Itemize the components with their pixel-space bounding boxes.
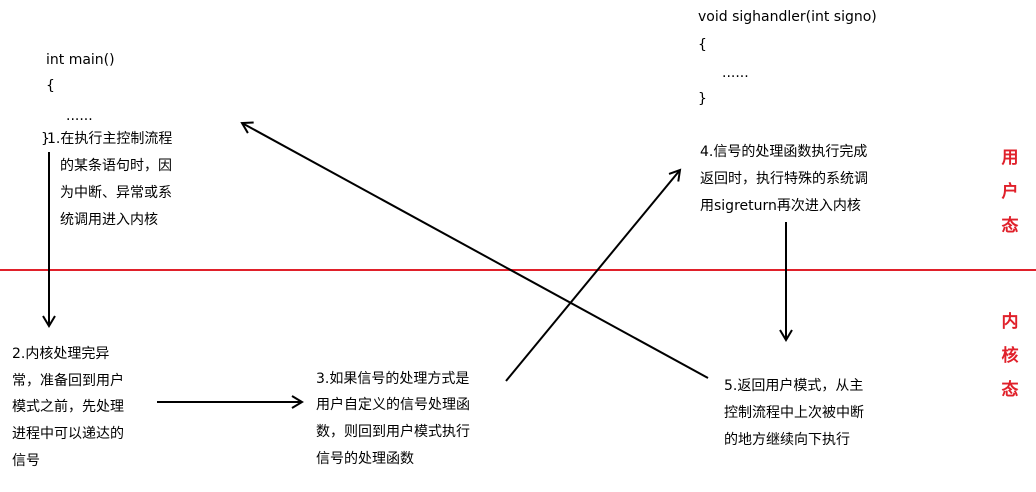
kernel-mode-label-char-1: 内	[1001, 312, 1019, 332]
step1-line-2: 的某条语句时，因	[60, 158, 172, 174]
handler-code-line-3: ......	[722, 65, 749, 81]
step5-line-2: 控制流程中上次被中断	[724, 405, 864, 421]
step1-line-3: 为中断、异常或系	[60, 185, 172, 201]
arrow-step3-to-handler	[505, 168, 682, 382]
main-code-line-4: }	[41, 131, 50, 147]
step3-line-4: 信号的处理函数	[316, 451, 414, 467]
handler-code-line-1: void sighandler(int signo)	[698, 9, 877, 25]
main-code-line-1: int main()	[46, 52, 115, 68]
step2-line-4: 进程中可以递达的	[12, 426, 124, 442]
user-mode-label-char-1: 用	[1001, 148, 1019, 168]
kernel-mode-label-char-2: 核	[1001, 346, 1019, 366]
user-mode-label-char-3: 态	[1001, 216, 1019, 236]
step5-line-3: 的地方继续向下执行	[724, 432, 850, 448]
step4-line-2: 返回时，执行特殊的系统调	[700, 171, 868, 187]
main-code-line-3: ......	[66, 108, 93, 124]
step2-line-5: 信号	[12, 453, 40, 469]
step2-line-3: 模式之前，先处理	[12, 399, 124, 415]
user-mode-label-char-2: 户	[1001, 182, 1019, 202]
step3-line-1: 3.如果信号的处理方式是	[316, 371, 470, 387]
main-code-line-2: {	[46, 78, 55, 94]
step1-line-4: 统调用进入内核	[60, 212, 158, 228]
step4-line-1: 4.信号的处理函数执行完成	[700, 144, 868, 160]
handler-code-line-4: }	[698, 91, 707, 107]
step3-line-2: 用户自定义的信号处理函	[316, 397, 470, 413]
step3-line-3: 数，则回到用户模式执行	[316, 424, 470, 440]
step1-line-1: 1.在执行主控制流程	[47, 131, 173, 147]
step4-line-3: 用sigreturn再次进入内核	[700, 198, 861, 214]
handler-code-line-2: {	[698, 37, 707, 53]
arrow-step5-to-main	[240, 121, 709, 379]
step5-line-1: 5.返回用户模式，从主	[724, 378, 864, 394]
step2-line-1: 2.内核处理完异	[12, 346, 110, 362]
step2-line-2: 常，准备回到用户	[12, 373, 124, 389]
kernel-mode-label-char-3: 态	[1001, 380, 1019, 400]
